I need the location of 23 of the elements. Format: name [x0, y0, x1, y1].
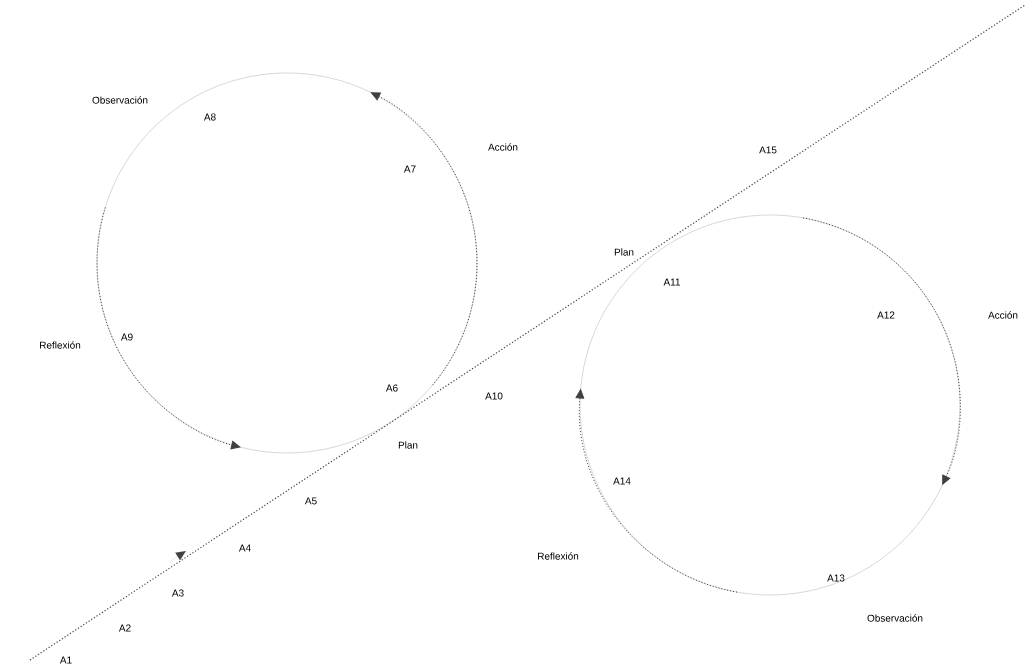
stage-label: A9 — [120, 333, 133, 341]
stage-label: A12 — [877, 311, 895, 319]
stage-label: A1 — [59, 656, 72, 664]
stage-label: A15 — [759, 146, 777, 154]
stage-label: A6 — [385, 384, 398, 392]
stage-label: A3 — [171, 589, 184, 597]
stage-label: Acción — [488, 143, 518, 151]
stage-label: A13 — [827, 574, 845, 582]
stage-label: Observación — [92, 96, 148, 104]
stage-label: A11 — [663, 278, 680, 286]
stage-label: Plan — [398, 441, 418, 449]
stage-label: Reflexión — [538, 552, 579, 560]
stage-label: A4 — [238, 544, 251, 552]
stage-label: A8 — [203, 113, 216, 121]
stage-label: Observación — [867, 614, 923, 622]
stage-label: Acción — [988, 311, 1018, 319]
stage-label: A7 — [403, 165, 416, 173]
stage-label: Reflexión — [40, 341, 81, 349]
stage-label: A5 — [304, 497, 317, 505]
stage-label: A2 — [118, 624, 131, 632]
stage-label: A10 — [485, 392, 503, 400]
stage-label: Plan — [614, 248, 634, 256]
stage-label: A14 — [613, 477, 631, 485]
